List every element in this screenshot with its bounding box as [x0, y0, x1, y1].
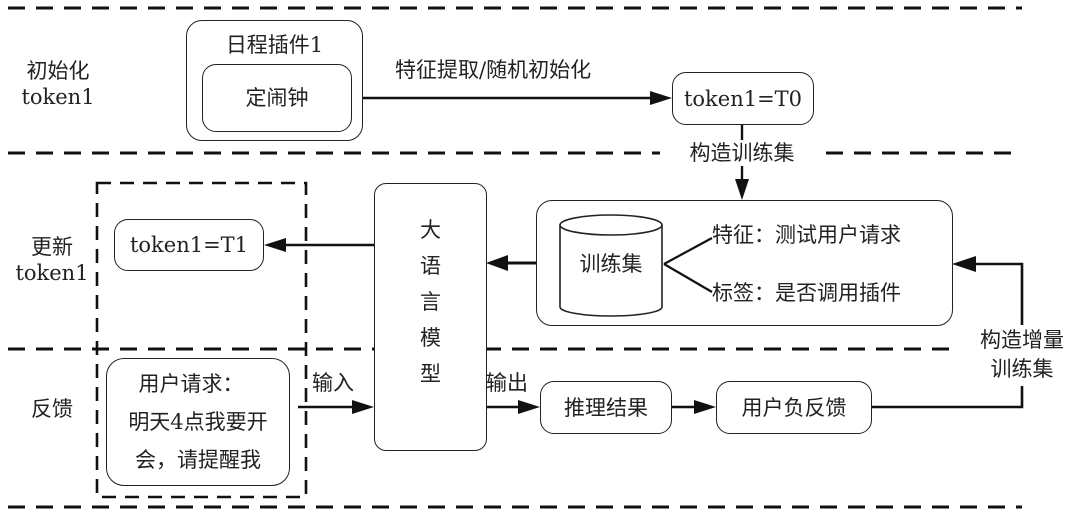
arrowhead-to-trainset-box	[952, 256, 976, 272]
arrowhead-to-llm	[486, 255, 508, 271]
inference-result-label: 推理结果	[564, 395, 648, 420]
trainset-feature: 特征：测试用户请求	[712, 223, 901, 247]
trainset-label: 标签：是否调用插件	[712, 281, 901, 305]
token-t1-node[interactable]: token1=T1	[114, 219, 264, 271]
edge-label-build-trainset: 构造训练集	[676, 140, 808, 166]
user-request-node[interactable]: 用户请求： 明天4点我要开 会，请提醒我	[106, 358, 290, 486]
branch-line-label	[663, 263, 713, 293]
edge-label-input: 输入	[312, 371, 354, 395]
token-request-group-frame	[95, 181, 308, 499]
edge-label-output: 输出	[486, 371, 528, 395]
llm-char: 型	[420, 362, 441, 386]
edge-label-extract-init: 特征提取/随机初始化	[395, 58, 592, 82]
plugin-function-box[interactable]: 定闹钟	[202, 64, 352, 132]
edge-incremental-upper	[974, 262, 1024, 325]
plugin-function-label: 定闹钟	[245, 86, 309, 110]
arrowhead-input	[352, 400, 374, 414]
plugin-title: 日程插件1	[225, 33, 324, 57]
llm-char: 大	[420, 218, 441, 242]
lane-label-init-line2: token1	[21, 85, 95, 109]
incremental-label-line1: 构造增量	[980, 328, 1064, 352]
arrowhead-to-feedback	[694, 400, 716, 414]
llm-char: 语	[420, 254, 441, 278]
arrowhead-to-trainset	[735, 179, 749, 200]
lane-label-update: 更新 token1	[10, 234, 94, 286]
lane-label-feedback-line1: 反馈	[31, 397, 73, 421]
edge-incremental-lower	[872, 386, 1024, 409]
token-t1-label: token1=T1	[129, 233, 249, 257]
token-t0-node[interactable]: token1=T0	[672, 72, 814, 125]
edge-label-incremental-trainset: 构造增量 训练集	[966, 326, 1078, 384]
inference-result-node[interactable]: 推理结果	[540, 381, 672, 434]
lane-separators	[8, 6, 1022, 509]
user-request-line: 会，请提醒我	[135, 448, 261, 472]
lane-label-update-line2: token1	[15, 261, 89, 285]
trainset-container[interactable]	[536, 200, 953, 326]
lane-label-init-line1: 初始化	[26, 59, 90, 83]
negative-feedback-node[interactable]: 用户负反馈	[716, 381, 872, 434]
llm-label: 大 语 言 模 型	[420, 212, 441, 392]
lane-label-init: 初始化 token1	[18, 58, 98, 110]
llm-char: 模	[420, 326, 441, 350]
user-request-line: 明天4点我要开	[128, 410, 268, 434]
arrowhead-to-token-t1	[264, 238, 286, 252]
arrowhead-output	[518, 400, 540, 414]
incremental-label-line2: 训练集	[990, 357, 1054, 381]
trainset-name: 训练集	[579, 252, 643, 276]
llm-node[interactable]: 大 语 言 模 型	[374, 183, 487, 451]
arrowhead-to-token-t0	[650, 91, 672, 105]
lane-label-update-line1: 更新	[31, 235, 73, 259]
llm-char: 言	[420, 290, 441, 314]
token-t0-label: token1=T0	[683, 86, 803, 111]
lane-label-feedback: 反馈	[16, 396, 88, 422]
branch-line-feature	[663, 237, 713, 265]
trainset-database-icon	[559, 214, 663, 317]
user-request-line: 用户请求：	[138, 372, 244, 396]
negative-feedback-label: 用户负反馈	[741, 395, 847, 420]
